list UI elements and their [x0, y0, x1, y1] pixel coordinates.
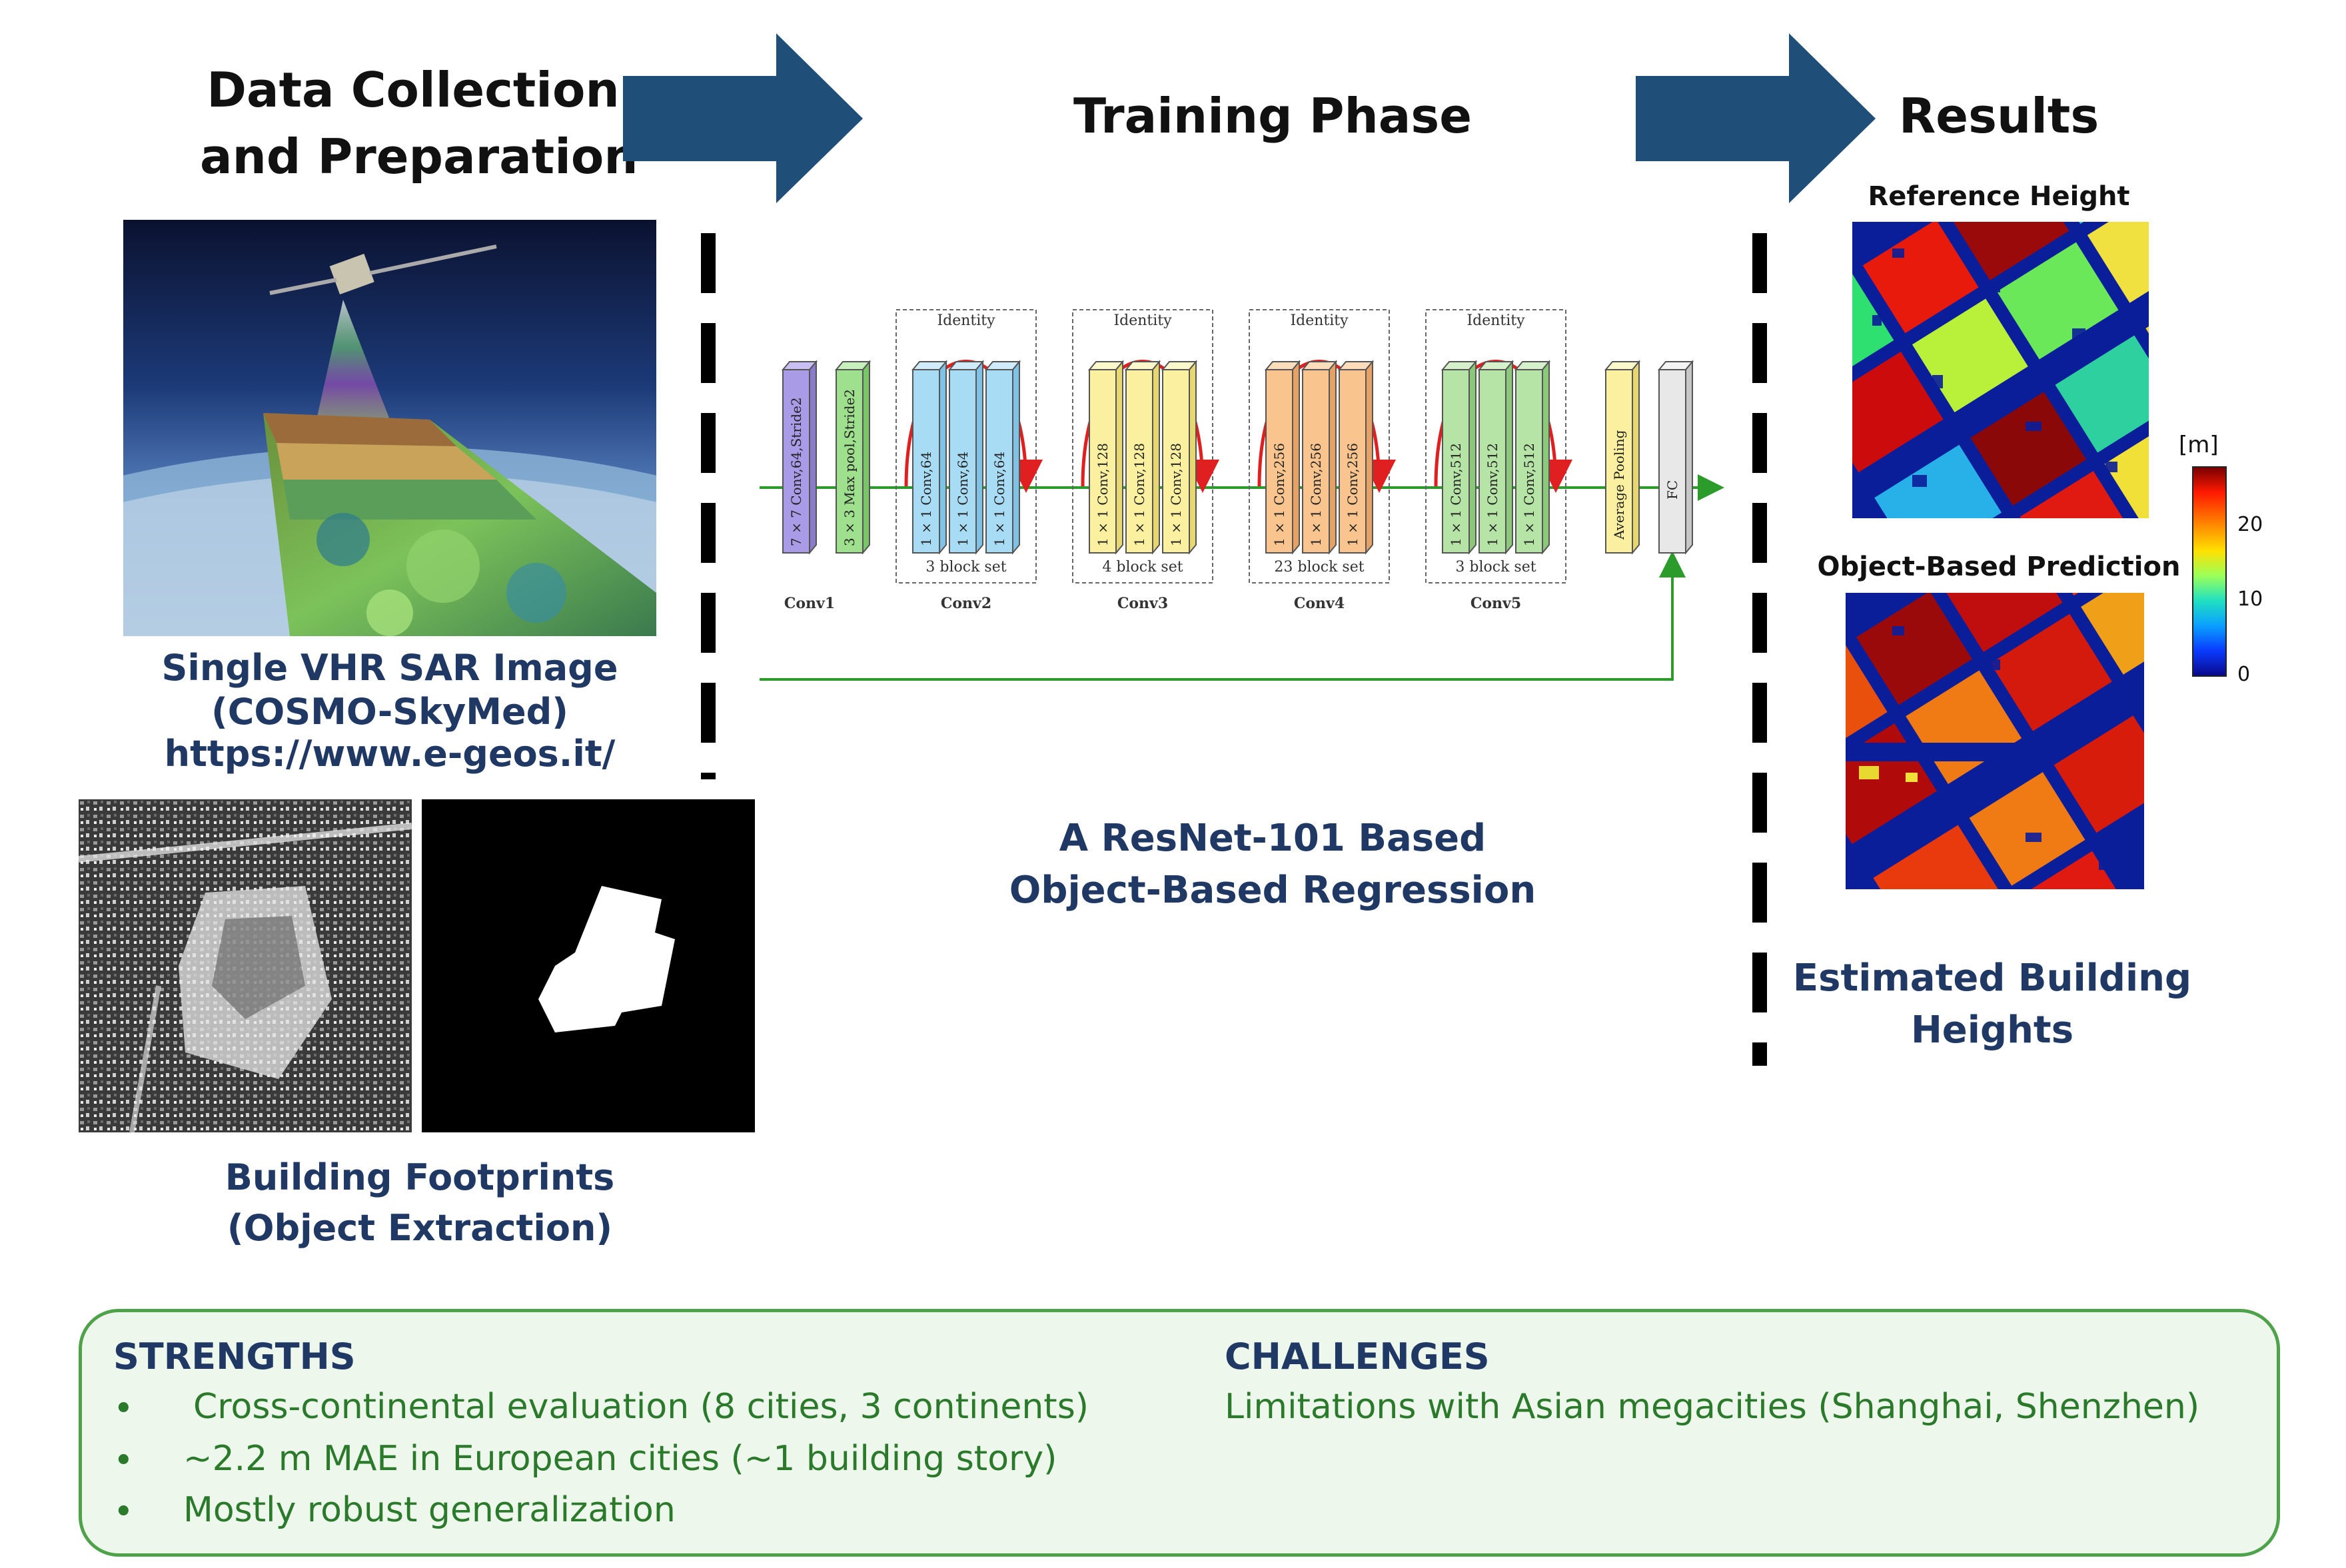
- resnet-diagram: Identity Identity Identity Identity 7 × …: [760, 309, 1724, 681]
- results-caption: Estimated Building Heights: [1786, 953, 2199, 1056]
- results-title: Results: [1898, 88, 2099, 144]
- conv5-block-label: 1 × 1 Conv,512: [1521, 443, 1537, 546]
- conv2-block-label: 1 × 1 Conv,64: [918, 452, 934, 546]
- maxpool-block-label: 3 × 3 Max pool,Stride2: [842, 389, 858, 546]
- challenge-item: Limitations with Asian megacities (Shang…: [1225, 1387, 2200, 1427]
- footprint-mask-image: [422, 799, 755, 1132]
- fc-block: FC: [1657, 360, 1694, 555]
- footprint-caption-line1: Building Footprints: [225, 1156, 615, 1198]
- sar-source-link[interactable]: https://www.e-geos.it/: [164, 733, 616, 775]
- prediction-title: Object-Based Prediction: [1817, 552, 2181, 582]
- conv4-set-label: 23 block set: [1274, 559, 1364, 576]
- challenges-title: CHALLENGES: [1225, 1336, 1490, 1377]
- conv4-group: 1 × 1 Conv,256 1 × 1 Conv,256 1 × 1 Conv…: [1264, 360, 1375, 576]
- data-collection-title-line2: and Preparation: [200, 129, 638, 185]
- conv1-stage-label: Conv1: [784, 595, 835, 612]
- training-phase-title: Training Phase: [1073, 88, 1472, 144]
- sar-satellite-image: [123, 220, 656, 636]
- arrow-right-icon: [623, 33, 863, 203]
- conv5-group: 1 × 1 Conv,512 1 × 1 Conv,512 1 × 1 Conv…: [1441, 360, 1551, 576]
- conv2-block-label: 1 × 1 Conv,64: [955, 452, 971, 546]
- colorbar-unit: [m]: [2179, 432, 2219, 458]
- conv3-block-label: 1 × 1 Conv,128: [1131, 443, 1147, 546]
- conv3-block-label: 1 × 1 Conv,128: [1095, 443, 1111, 546]
- data-collection-title: Data Collection and Preparation: [200, 57, 638, 190]
- bullet-icon: •: [113, 1441, 134, 1481]
- conv3-stage-label: Conv3: [1117, 595, 1168, 612]
- strengths-title: STRENGTHS: [113, 1336, 356, 1377]
- footprint-caption-line2: (Object Extraction): [227, 1207, 613, 1249]
- network-caption-line1: A ResNet-101 Based: [1059, 817, 1486, 860]
- fc-block-label: FC: [1664, 480, 1680, 500]
- conv5-stage-label: Conv5: [1470, 595, 1521, 612]
- sar-patch-image: [79, 799, 412, 1132]
- sar-caption-line1: Single VHR SAR Image: [161, 647, 618, 689]
- conv4-block-label: 1 × 1 Conv,256: [1308, 443, 1324, 546]
- conv2-set-label: 3 block set: [925, 559, 1006, 576]
- conv5-set-label: 3 block set: [1455, 559, 1536, 576]
- avgpool-block: Average Pooling: [1604, 360, 1641, 555]
- conv5-block-label: 1 × 1 Conv,512: [1484, 443, 1500, 546]
- identity-label: Identity: [1290, 312, 1349, 329]
- avgpool-block-label: Average Pooling: [1611, 430, 1627, 540]
- conv3-block-label: 1 × 1 Conv,128: [1168, 443, 1184, 546]
- bullet-icon: •: [113, 1389, 134, 1429]
- conv5-block-label: 1 × 1 Conv,512: [1448, 443, 1464, 546]
- conv2-group: 1 × 1 Conv,64 1 × 1 Conv,64 1 × 1 Conv,6…: [911, 360, 1021, 576]
- conv1-block: 7 × 7 Conv,64,Stride2: [781, 360, 818, 555]
- identity-label: Identity: [1113, 312, 1172, 329]
- conv1-block-label: 7 × 7 Conv,64,Stride2: [788, 397, 804, 546]
- reference-height-map: [1852, 222, 2149, 518]
- results-caption-line2: Heights: [1910, 1008, 2074, 1052]
- identity-label: Identity: [937, 312, 995, 329]
- sar-caption-line2: (COSMO-SkyMed): [211, 691, 568, 733]
- conv4-block-label: 1 × 1 Conv,256: [1271, 443, 1287, 546]
- conv3-group: 1 × 1 Conv,128 1 × 1 Conv,128 1 × 1 Conv…: [1087, 360, 1198, 576]
- bullet-icon: •: [113, 1492, 134, 1532]
- network-caption-line2: Object-Based Regression: [1009, 869, 1536, 912]
- conv3-set-label: 4 block set: [1102, 559, 1183, 576]
- colorbar-tick-10: 10: [2237, 588, 2263, 611]
- data-collection-title-line1: Data Collection: [207, 62, 620, 118]
- conv4-block-label: 1 × 1 Conv,256: [1345, 443, 1361, 546]
- identity-label: Identity: [1466, 312, 1525, 329]
- footprint-caption: Building Footprints (Object Extraction): [160, 1152, 680, 1254]
- section-divider: [701, 233, 716, 779]
- conv2-block-label: 1 × 1 Conv,64: [991, 452, 1007, 546]
- colorbar-tick-0: 0: [2237, 663, 2251, 686]
- strength-item: Mostly robust generalization: [183, 1490, 676, 1530]
- network-caption: A ResNet-101 Based Object-Based Regressi…: [973, 813, 1572, 917]
- summary-panel: [79, 1309, 2280, 1557]
- conv4-stage-label: Conv4: [1294, 595, 1345, 612]
- results-caption-line1: Estimated Building: [1792, 957, 2192, 1000]
- arrow-right-icon: [1636, 33, 1876, 203]
- section-divider: [1752, 233, 1767, 1066]
- reference-height-title: Reference Height: [1868, 181, 2130, 212]
- sar-caption: Single VHR SAR Image (COSMO-SkyMed): [123, 646, 656, 734]
- maxpool-block: 3 × 3 Max pool,Stride2: [834, 360, 872, 555]
- colorbar-tick-20: 20: [2237, 513, 2263, 536]
- height-colorbar: [2192, 466, 2227, 677]
- strength-item: ~2.2 m MAE in European cities (~1 buildi…: [183, 1439, 1057, 1479]
- conv2-stage-label: Conv2: [941, 595, 991, 612]
- predicted-height-map: [1846, 593, 2144, 889]
- strength-item: Cross-continental evaluation (8 cities, …: [193, 1387, 1089, 1427]
